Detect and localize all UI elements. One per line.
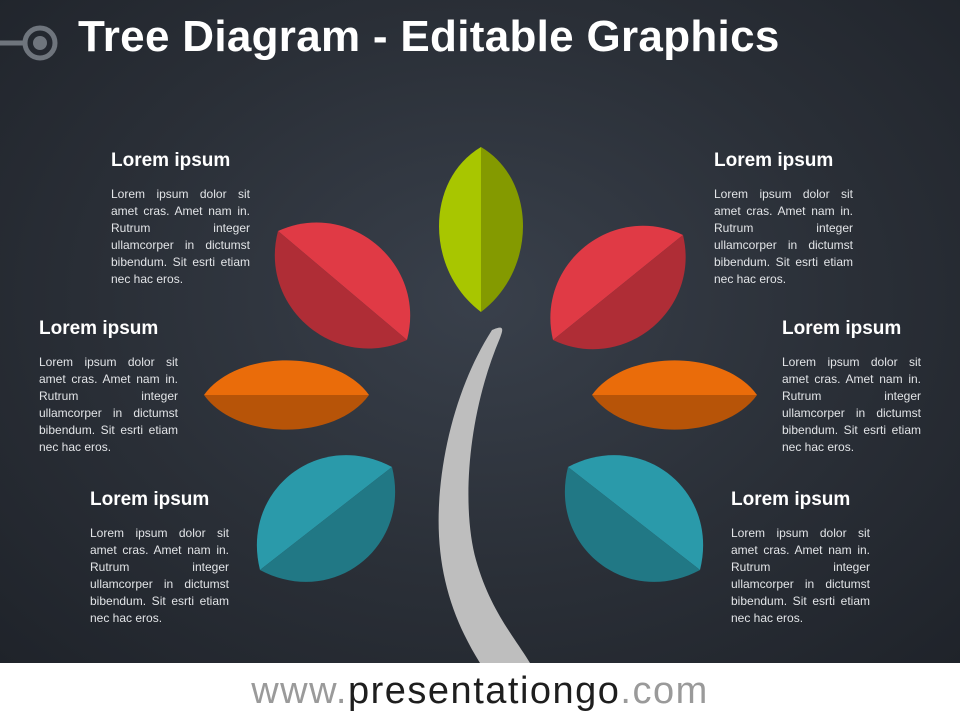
footer-url[interactable]: www.presentationgo.com xyxy=(0,663,960,720)
footer-suffix: .com xyxy=(620,670,709,712)
leaf-2-light-half xyxy=(204,360,369,395)
leaf-5-dark-half xyxy=(592,395,757,430)
leaf-1-light-half xyxy=(278,222,411,340)
leaf-2-dark-half xyxy=(204,395,369,430)
leaf-2 xyxy=(204,360,369,430)
leaf-6-dark-half xyxy=(564,467,700,582)
leaf-4-dark-half xyxy=(553,235,686,350)
item-4-body: Lorem ipsum dolor sit amet cras. Amet na… xyxy=(714,187,853,286)
leaf-1 xyxy=(274,222,411,349)
leaf-3-dark-half xyxy=(260,467,396,582)
item-4-heading: Lorem ipsum xyxy=(714,150,834,171)
item-2-heading: Lorem ipsum xyxy=(39,318,159,339)
item-2-body: Lorem ipsum dolor sit amet cras. Amet na… xyxy=(39,355,178,454)
leaf-top-left-half xyxy=(439,147,481,312)
leaf-3 xyxy=(256,455,396,582)
leaf-top xyxy=(439,147,523,312)
leaf-5-light-half xyxy=(592,360,757,395)
item-3-heading: Lorem ipsum xyxy=(90,489,210,510)
tree-diagram xyxy=(204,147,757,663)
leaf-top-right-half xyxy=(481,147,523,312)
leaf-5 xyxy=(592,360,757,430)
item-5-body: Lorem ipsum dolor sit amet cras. Amet na… xyxy=(782,355,921,454)
leaf-3-light-half xyxy=(256,455,392,570)
tree-trunk xyxy=(438,327,530,663)
leaf-4-light-half xyxy=(550,225,683,340)
footer-prefix: www. xyxy=(251,670,348,712)
item-5-heading: Lorem ipsum xyxy=(782,318,902,339)
item-1-body: Lorem ipsum dolor sit amet cras. Amet na… xyxy=(111,187,250,286)
item-6-heading: Lorem ipsum xyxy=(731,489,851,510)
leaf-1-dark-half xyxy=(274,231,407,349)
leaf-4 xyxy=(550,225,686,350)
page-title: Tree Diagram - Editable Graphics xyxy=(78,12,780,61)
leaf-6-light-half xyxy=(568,455,704,570)
item-6-body: Lorem ipsum dolor sit amet cras. Amet na… xyxy=(731,526,870,625)
title-decoration-icon xyxy=(0,25,58,61)
item-1-heading: Lorem ipsum xyxy=(111,150,231,171)
slide-background: Tree Diagram - Editable Graphics Lorem i… xyxy=(0,0,960,663)
item-3-body: Lorem ipsum dolor sit amet cras. Amet na… xyxy=(90,526,229,625)
footer-brand: presentationgo xyxy=(348,670,621,712)
leaf-6 xyxy=(564,455,704,582)
